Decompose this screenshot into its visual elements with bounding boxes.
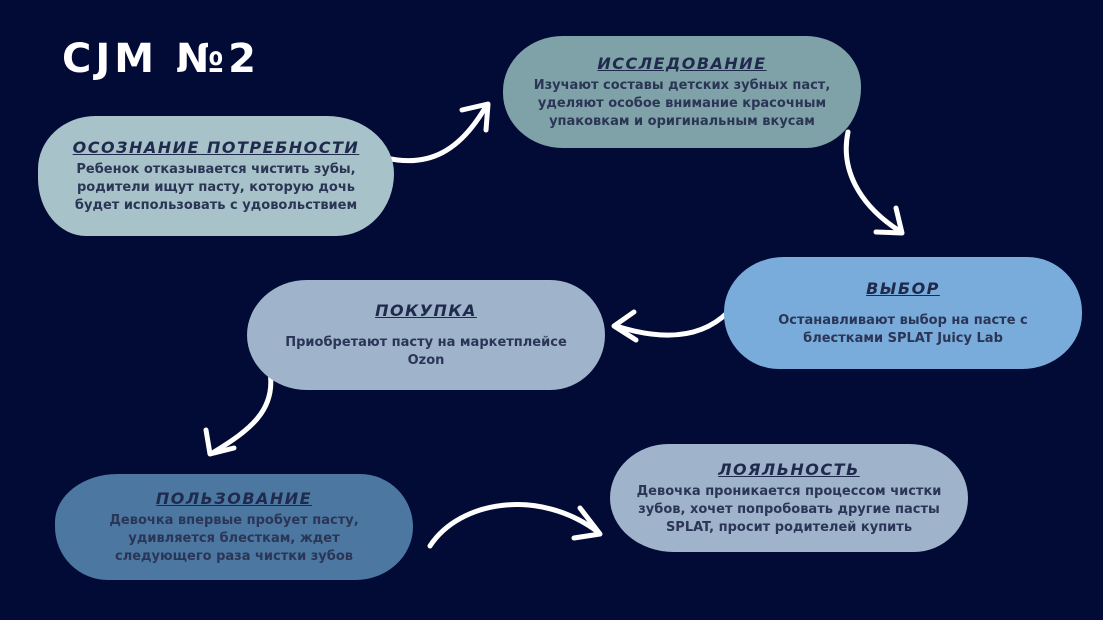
stage-text: Девочка впервые пробует пасту, удивляетс… xyxy=(109,512,359,564)
stage-heading: ЛОЯЛЬНОСТЬ xyxy=(718,459,860,479)
stage-loyalty: ЛОЯЛЬНОСТЬ Девочка проникается процессом… xyxy=(610,444,968,552)
stage-text: Изучают составы детских зубных паст, уде… xyxy=(533,77,831,129)
arrow-4-to-5 xyxy=(203,369,274,457)
stage-research: ИССЛЕДОВАНИЕ Изучают составы детских зуб… xyxy=(503,36,861,148)
stage-purchase: ПОКУПКА Приобретают пасту на маркетплейс… xyxy=(247,280,605,390)
stage-text: Ребенок отказывается чистить зубы, родит… xyxy=(74,161,358,213)
stage-awareness: ОСОЗНАНИЕ ПОТРЕБНОСТИ Ребенок отказывает… xyxy=(38,116,394,236)
stage-heading: ВЫБОР xyxy=(866,278,940,298)
stage-text: Приобретают пасту на маркетплейсе Ozon xyxy=(285,334,567,368)
stage-usage: ПОЛЬЗОВАНИЕ Девочка впервые пробует паст… xyxy=(55,474,413,580)
stage-text: Девочка проникается процессом чистки зуб… xyxy=(636,483,942,535)
arrow-5-to-6 xyxy=(427,502,603,549)
stage-heading: ИССЛЕДОВАНИЕ xyxy=(597,53,767,73)
page-title: CJM №2 xyxy=(62,36,260,82)
stage-text: Останавливают выбор на пасте с блестками… xyxy=(778,312,1028,346)
stage-choice: ВЫБОР Останавливают выбор на пасте с бле… xyxy=(724,257,1082,369)
arrow-1-to-2 xyxy=(383,101,491,164)
stage-heading: ОСОЗНАНИЕ ПОТРЕБНОСТИ xyxy=(72,137,360,157)
arrow-3-to-4 xyxy=(611,309,731,343)
arrow-2-to-3 xyxy=(843,129,905,236)
stage-heading: ПОЛЬЗОВАНИЕ xyxy=(155,488,313,508)
stage-heading: ПОКУПКА xyxy=(375,300,477,320)
